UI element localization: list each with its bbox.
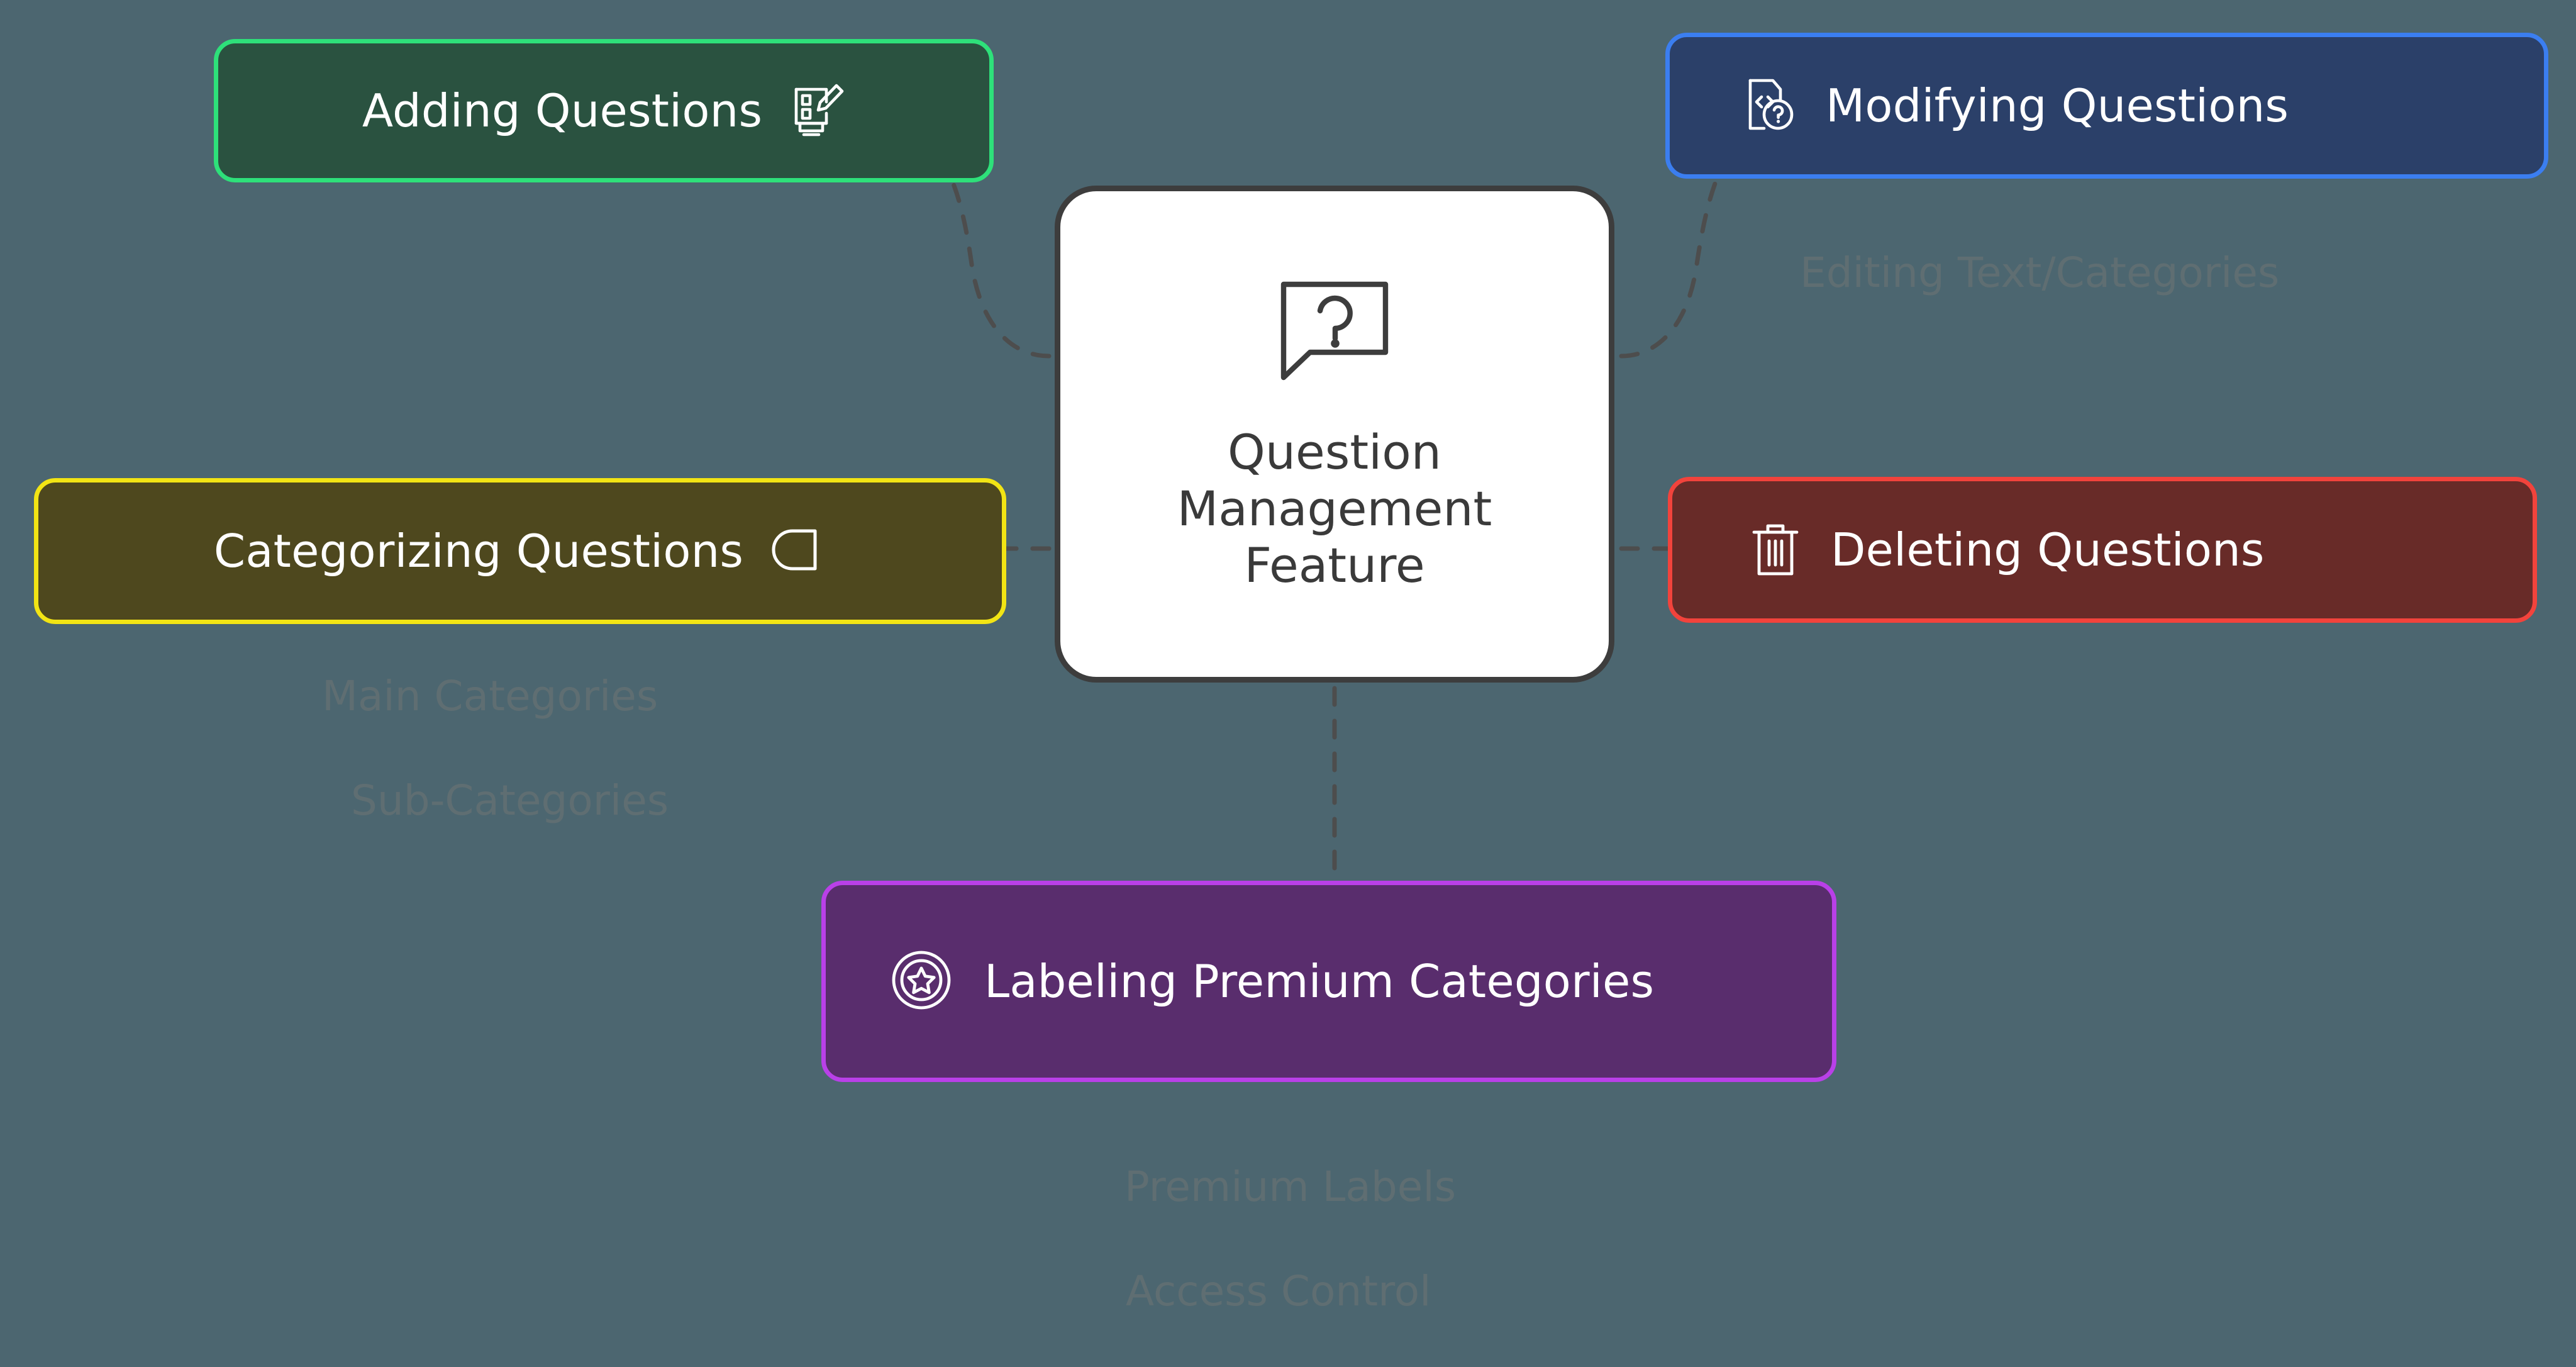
tag-label-icon [769,521,826,581]
sublabel-premium-labels: Premium Labels [1124,1163,1457,1211]
code-document-question-icon [1739,73,1802,138]
branch-node-categorizing-questions[interactable]: Categorizing Questions [34,478,1006,624]
branch-node-modifying-questions[interactable]: Modifying Questions [1665,33,2548,179]
sublabel-main-categories: Main Categories [322,672,658,720]
sublabel-editing-text-categories: Editing Text/Categories [1800,248,2280,297]
branch-node-deleting-questions[interactable]: Deleting Questions [1668,477,2537,623]
branch-label-modifying-questions: Modifying Questions [1826,79,2289,132]
sublabel-access-control: Access Control [1126,1267,1431,1315]
central-node-title: Question Management Feature [1177,424,1492,593]
branch-node-labeling-premium-categories[interactable]: Labeling Premium Categories [821,881,1836,1082]
branch-label-adding-questions: Adding Questions [362,84,763,137]
star-badge-icon [889,947,954,1015]
branch-label-deleting-questions: Deleting Questions [1831,523,2265,576]
sublabel-sub-categories: Sub-Categories [351,776,669,825]
branch-node-adding-questions[interactable]: Adding Questions [214,39,994,182]
branch-label-categorizing-questions: Categorizing Questions [213,525,744,577]
trash-bin-icon [1748,517,1803,583]
question-speech-bubble-icon [1269,274,1401,403]
branch-label-labeling-premium-categories: Labeling Premium Categories [984,955,1655,1008]
tablet-pencil-icon [787,79,845,142]
central-node[interactable]: Question Management Feature [1055,186,1614,683]
